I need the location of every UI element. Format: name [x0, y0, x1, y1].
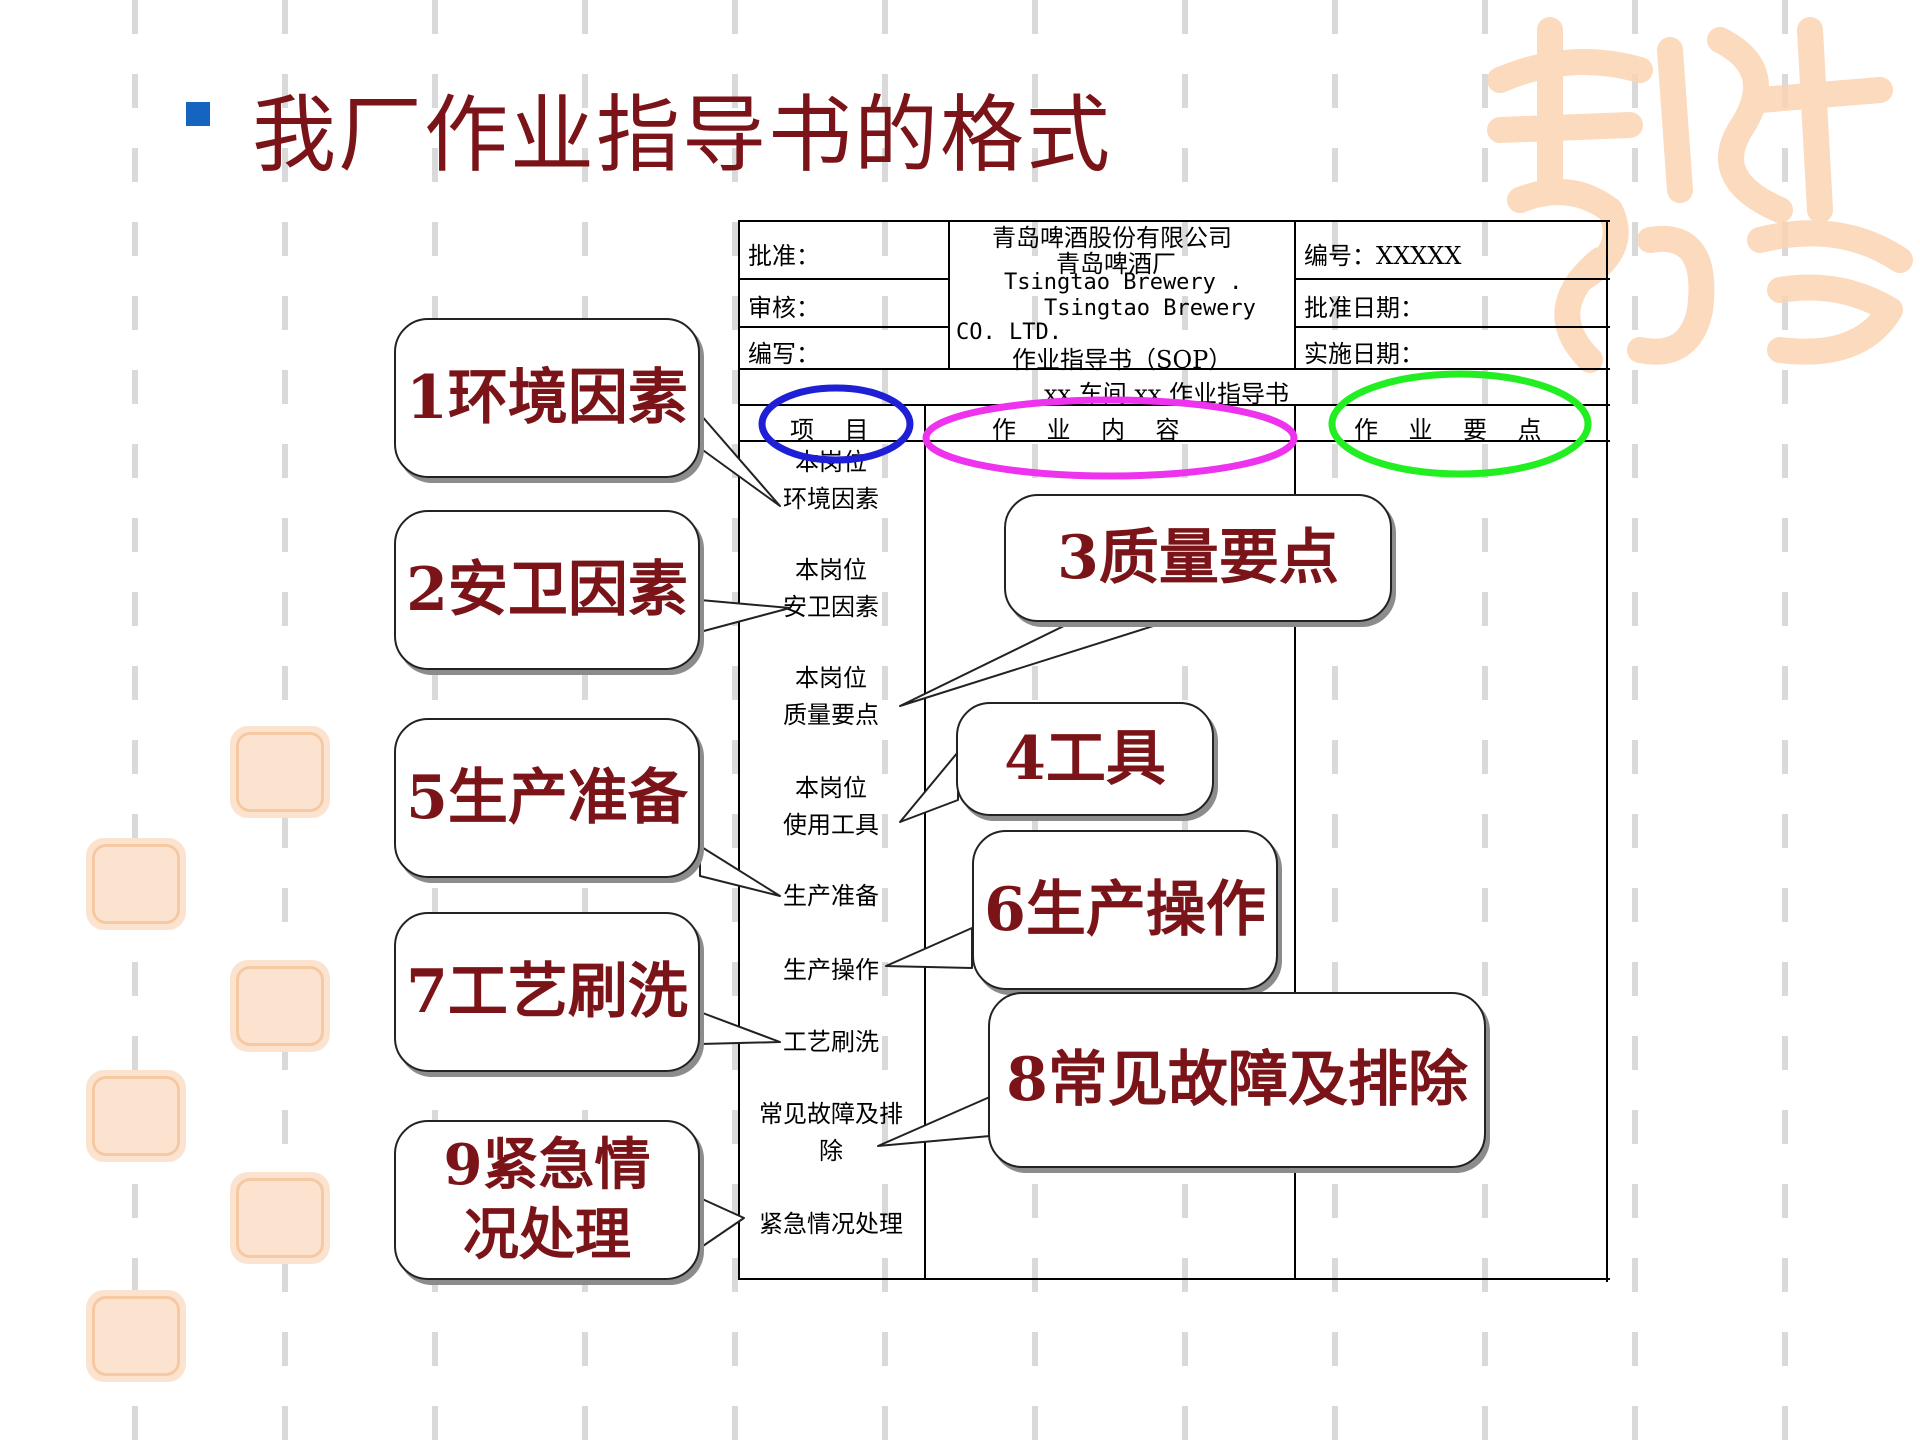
- pointer-1: [699, 413, 781, 507]
- item-cleaning: 工艺刷洗: [783, 1028, 879, 1056]
- decorative-seal: [86, 838, 186, 930]
- callout-environment: 1环境因素: [394, 318, 700, 478]
- item-emergency: 紧急情况处理: [759, 1210, 903, 1238]
- decorative-seal: [230, 726, 330, 818]
- approve-label: 批准：: [748, 242, 820, 270]
- item-operation: 生产操作: [783, 956, 879, 984]
- column-header-content: 作 业 内 容: [992, 416, 1180, 444]
- column-header-item: 项 目: [790, 416, 869, 444]
- callout-operation: 6生产操作: [972, 830, 1278, 990]
- decorative-seal: [86, 1290, 186, 1382]
- callout-safety: 2安卫因素: [394, 510, 700, 670]
- item-safety: 本岗位 安卫因素: [783, 556, 879, 621]
- writer-label: 编写：: [748, 340, 820, 368]
- approve-date-label: 批准日期：: [1304, 294, 1424, 322]
- pointer-9: [699, 1197, 745, 1249]
- company-suffix-en: CO. LTD.: [956, 320, 1062, 345]
- item-tools: 本岗位 使用工具: [783, 774, 879, 839]
- callout-quality: 3质量要点: [1004, 494, 1392, 622]
- pointer-3: [899, 621, 1167, 707]
- decorative-seal: [86, 1070, 186, 1162]
- callout-emergency: 9紧急情 况处理: [394, 1120, 700, 1280]
- company-name-cn: 青岛啤酒股份有限公司: [992, 224, 1232, 252]
- factory-name-cn: 青岛啤酒厂: [1056, 250, 1176, 278]
- decorative-seal: [230, 960, 330, 1052]
- decorative-seal: [230, 1172, 330, 1264]
- doc-title: 作业指导书（SOP）: [1012, 346, 1233, 374]
- item-faults: 常见故障及排 除: [759, 1100, 903, 1165]
- review-label: 审核：: [748, 294, 820, 322]
- highlight-content-ellipse: [922, 396, 1298, 480]
- callout-cleaning: 7工艺刷洗: [394, 912, 700, 1072]
- callout-faults: 8常见故障及排除: [988, 992, 1486, 1168]
- pointer-6: [885, 927, 973, 969]
- highlight-points-ellipse: [1328, 370, 1592, 478]
- highlight-item-ellipse: [758, 384, 914, 464]
- callout-tools: 4工具: [956, 702, 1214, 816]
- callout-preparation: 5生产准备: [394, 718, 700, 878]
- decorative-seal-large: [1487, 17, 1913, 373]
- item-preparation: 生产准备: [783, 882, 879, 910]
- company-name-en: Tsingtao Brewery .: [1004, 270, 1243, 295]
- page-title: 我厂作业指导书的格式: [252, 86, 1113, 184]
- factory-name-en: Tsingtao Brewery: [1044, 296, 1256, 321]
- pointer-4: [899, 751, 959, 823]
- number-label: 编号：XXXXX: [1304, 242, 1462, 270]
- pointer-7: [699, 1011, 781, 1045]
- title-bullet-icon: [186, 102, 210, 126]
- item-quality: 本岗位 质量要点: [783, 664, 879, 729]
- effective-date-label: 实施日期：: [1304, 340, 1424, 368]
- pointer-2: [699, 599, 791, 633]
- pointer-5: [699, 845, 781, 897]
- column-header-points: 作 业 要 点: [1354, 416, 1542, 444]
- pointer-8: [877, 1095, 993, 1147]
